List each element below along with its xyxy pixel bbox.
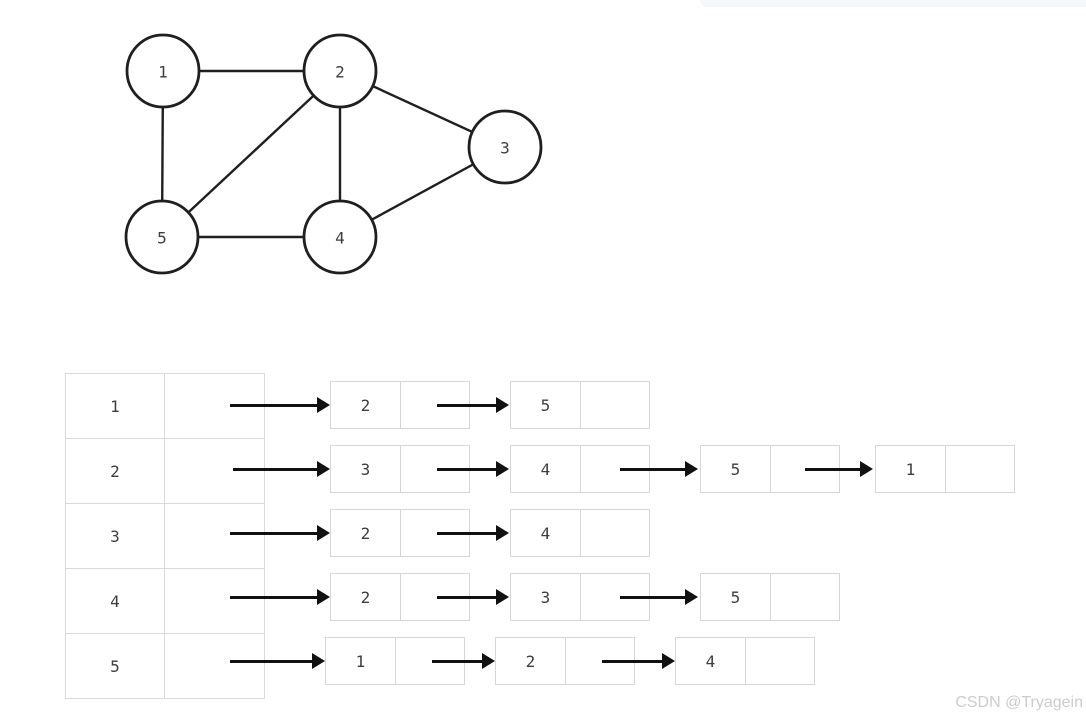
pointer-arrow (602, 653, 675, 669)
graph-node-3-circle (467, 109, 543, 185)
pointer-arrow (437, 525, 509, 541)
list-node-value: 2 (496, 638, 566, 684)
list-node-pointer-field (581, 382, 649, 428)
head-row-1: 1 (66, 374, 264, 438)
watermark-text: CSDN @Tryagein (955, 694, 1083, 711)
pointer-arrow (805, 461, 873, 477)
graph-node-2-circle (302, 33, 378, 109)
list-node-value: 2 (331, 574, 401, 620)
graph-node-4-circle (302, 199, 378, 275)
list-node-pointer-field (581, 510, 649, 556)
pointer-arrow (230, 653, 325, 669)
graph-figure: 1 2 3 4 5 (124, 33, 543, 275)
list-node-pointer-field (946, 446, 1014, 492)
list-node-value: 3 (511, 574, 581, 620)
list-node: 5 (700, 573, 840, 621)
pointer-arrow (230, 397, 330, 413)
graph-node-1-circle (125, 33, 201, 109)
graph-node-4-label: 4 (335, 229, 345, 248)
pointer-arrow (233, 461, 330, 477)
list-node-value: 5 (701, 446, 771, 492)
list-node-value: 2 (331, 510, 401, 556)
adjacency-head-table: 1 2 3 4 5 (65, 373, 265, 699)
vertex-cell-2: 2 (66, 439, 165, 503)
graph-node-2-label: 2 (335, 63, 345, 82)
pointer-arrow (437, 589, 509, 605)
list-node-pointer-field (746, 638, 814, 684)
top-right-decorative-bar (700, 0, 1086, 7)
list-node-value: 3 (331, 446, 401, 492)
list-node: 1 (875, 445, 1015, 493)
pointer-arrow (230, 589, 330, 605)
graph-node-3-label: 3 (500, 139, 510, 158)
list-node: 4 (510, 509, 650, 557)
vertex-cell-1: 1 (66, 374, 165, 438)
list-node-pointer-field (771, 574, 839, 620)
pointer-arrow (620, 461, 698, 477)
head-row-2: 2 (66, 438, 264, 503)
list-node-value: 4 (511, 446, 581, 492)
pointer-arrow (437, 461, 509, 477)
graph-node-1-label: 1 (158, 63, 168, 82)
list-node: 4 (675, 637, 815, 685)
head-row-3: 3 (66, 503, 264, 568)
pointer-arrow (437, 397, 509, 413)
list-node-value: 4 (676, 638, 746, 684)
edge-2-5 (161, 70, 341, 238)
pointer-arrow (230, 525, 330, 541)
pointer-arrow (620, 589, 698, 605)
graph-node-5-label: 5 (157, 229, 167, 248)
head-row-5: 5 (66, 633, 264, 698)
list-node-value: 4 (511, 510, 581, 556)
list-node-value: 5 (511, 382, 581, 428)
list-node: 5 (510, 381, 650, 429)
head-row-4: 4 (66, 568, 264, 633)
vertex-cell-4: 4 (66, 569, 165, 633)
list-node-value: 1 (876, 446, 946, 492)
vertex-cell-5: 5 (66, 634, 165, 698)
vertex-cell-3: 3 (66, 504, 165, 568)
list-node-value: 1 (326, 638, 396, 684)
graph-node-5-circle (124, 199, 200, 275)
list-node-value: 5 (701, 574, 771, 620)
list-node-value: 2 (331, 382, 401, 428)
pointer-arrow (432, 653, 495, 669)
